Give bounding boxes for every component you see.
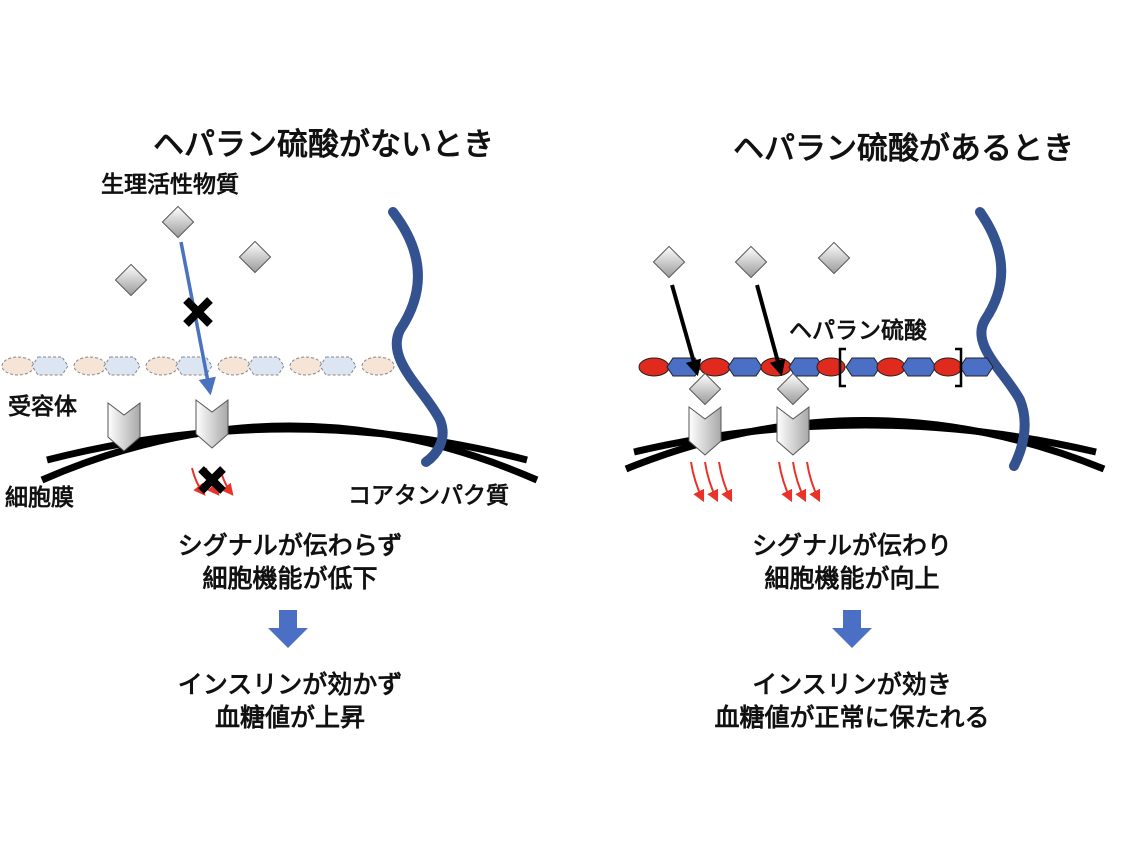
receptor-label: 受容体 bbox=[8, 394, 77, 420]
right-core-protein bbox=[975, 207, 1030, 471]
right-binding-arrow-2 bbox=[755, 284, 786, 377]
faded-chain bbox=[1, 356, 395, 376]
right-signal-2 bbox=[778, 461, 821, 503]
left-core-protein bbox=[388, 207, 448, 467]
right-bound-molecule-1 bbox=[688, 372, 722, 406]
right-panel-graphics bbox=[624, 207, 1106, 648]
left-result-line2: 細胞機能が低下 bbox=[202, 564, 378, 593]
right-bound-molecule-2 bbox=[776, 372, 810, 406]
right-molecule-1 bbox=[652, 245, 686, 279]
right-panel-title: ヘパラン硫酸があるとき bbox=[733, 131, 1074, 167]
right-molecule-3 bbox=[817, 241, 851, 275]
bioactive-substance-label: 生理活性物質 bbox=[101, 172, 239, 198]
left-molecule-2 bbox=[238, 240, 272, 274]
left-receptor-2 bbox=[195, 399, 229, 449]
right-result-line1: シグナルが伝わり bbox=[751, 531, 953, 560]
right-signal-1 bbox=[690, 461, 733, 503]
right-binding-arrow-1 bbox=[670, 284, 702, 377]
left-block-x-icon bbox=[183, 297, 213, 327]
left-membrane bbox=[40, 422, 539, 484]
cell-membrane-label: 細胞膜 bbox=[5, 485, 74, 511]
right-down-arrow bbox=[832, 610, 872, 648]
heparan-sulfate-chain bbox=[638, 347, 994, 388]
signal-block-x-icon bbox=[198, 466, 226, 494]
left-outcome-line2: 血糖値が上昇 bbox=[214, 703, 366, 732]
right-molecule-2 bbox=[734, 245, 768, 279]
left-molecule-1 bbox=[161, 205, 195, 239]
core-protein-label: コアタンパク質 bbox=[348, 483, 509, 509]
left-panel-graphics bbox=[1, 205, 539, 648]
heparan-sulfate-label: ヘパラン硫酸 bbox=[789, 318, 927, 344]
left-outcome-line1: インスリンが効かず bbox=[177, 670, 403, 699]
right-outcome-line2: 血糖値が正常に保たれる bbox=[714, 703, 990, 732]
right-result-line2: 細胞機能が向上 bbox=[764, 564, 940, 593]
right-outcome-line1: インスリンが効き bbox=[752, 670, 952, 699]
left-molecule-3 bbox=[114, 263, 148, 297]
left-result-line1: シグナルが伝わらず bbox=[177, 531, 403, 560]
right-receptor-2 bbox=[776, 406, 810, 456]
left-down-arrow bbox=[268, 610, 308, 648]
left-panel-title: ヘパラン硫酸がないとき bbox=[153, 127, 494, 163]
